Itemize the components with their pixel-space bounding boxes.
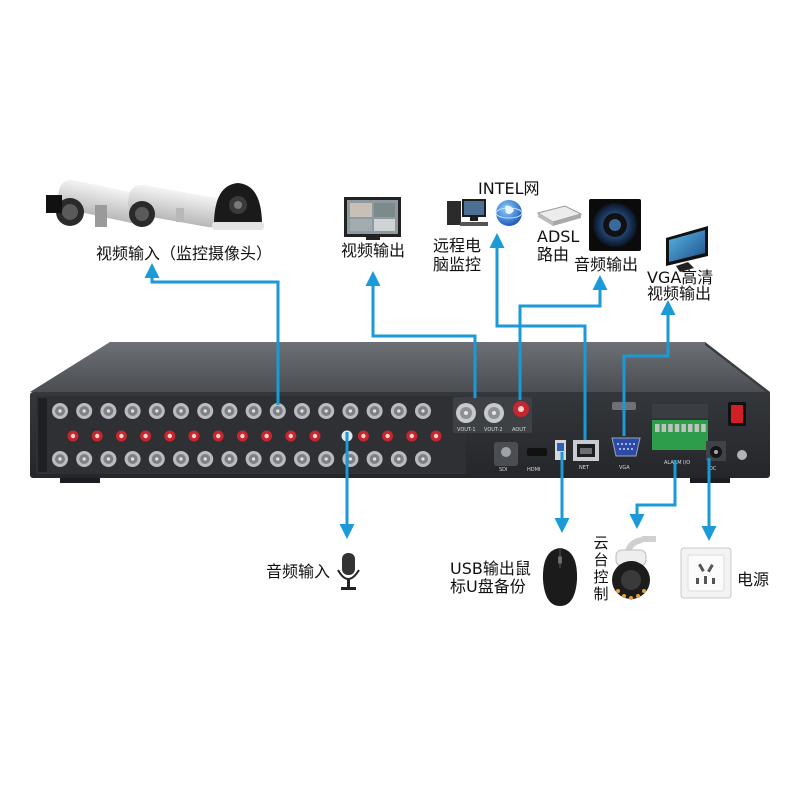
arrow-vga-output — [622, 300, 676, 436]
power-outlet-icon — [680, 547, 732, 599]
terminal-screw-icon[interactable] — [661, 424, 667, 432]
vout-connectors: VOUT-1 VOUT-2 — [453, 397, 511, 433]
label-intel-net: INTEL网 — [478, 179, 540, 198]
bullet-camera-icon — [46, 179, 224, 228]
ground-screw-icon — [737, 450, 747, 460]
terminal-screw-icon[interactable] — [674, 424, 680, 432]
label-usb-2: 标U盘备份 — [450, 577, 526, 596]
label-audio-input: 音频输入 — [266, 562, 331, 581]
arrow-audio-output — [518, 275, 608, 400]
vout2-label: VOUT-2 — [484, 427, 503, 433]
label-video-output: 视频输出 — [341, 241, 406, 260]
dvr-top-surface — [30, 342, 770, 392]
label-power: 电源 — [737, 570, 770, 589]
label-adsl-2: 路由 — [537, 245, 570, 264]
dc-label: DC — [709, 466, 717, 472]
alarm-label: ALARM I/O — [664, 460, 690, 466]
aout-label: AOUT — [512, 427, 527, 433]
arrow-video-input — [144, 263, 280, 405]
internet-globe-icon — [495, 200, 523, 226]
ptz-camera-icon — [612, 536, 656, 600]
microphone-icon — [337, 553, 360, 590]
vga-label: VGA — [619, 465, 630, 471]
hdmi-port-icon[interactable] — [527, 448, 547, 456]
label-remote-pc-1: 远程电 — [433, 236, 482, 255]
terminal-screw-icon[interactable] — [655, 424, 660, 432]
terminal-screw-icon[interactable] — [701, 424, 706, 432]
remote-pc-icon — [447, 199, 488, 226]
video-monitor-icon — [344, 197, 401, 240]
power-switch-icon[interactable] — [731, 405, 743, 423]
label-ptz-control: 云台控制 — [593, 534, 609, 603]
label-adsl-1: ADSL — [537, 227, 580, 246]
speaker-icon — [589, 199, 641, 251]
arrow-video-output — [365, 271, 477, 398]
alarm-terminal-block[interactable] — [652, 420, 708, 450]
dome-camera-icon — [212, 183, 264, 230]
aout-connector: AOUT — [510, 397, 532, 433]
vga-monitor-icon — [666, 226, 708, 272]
label-audio-output: 音频输出 — [574, 255, 639, 274]
connection-arrows — [144, 233, 717, 541]
label-remote-pc-2: 脑监控 — [433, 255, 482, 274]
label-video-input: 视频输入（监控摄像头） — [96, 244, 273, 263]
vga-port-icon[interactable] — [611, 437, 641, 457]
sdi-label: SDI — [499, 467, 508, 473]
bnc-input-grid — [52, 403, 442, 467]
mouse-icon — [542, 548, 578, 606]
vout1-label: VOUT-1 — [457, 427, 476, 433]
hdmi-label: HDMI — [527, 467, 540, 473]
terminal-screw-icon[interactable] — [681, 424, 686, 432]
label-vga-1: VGA高清 — [647, 268, 714, 287]
label-vga-2: 视频输出 — [647, 284, 712, 303]
label-usb-1: USB输出鼠 — [450, 559, 531, 578]
net-label: NET — [579, 465, 590, 471]
arrow-ptz — [629, 460, 677, 529]
arrow-net-remote — [489, 233, 587, 440]
terminal-screw-icon[interactable] — [688, 424, 693, 432]
terminal-screw-icon[interactable] — [668, 424, 673, 432]
adsl-router-icon — [536, 205, 583, 226]
terminal-screw-icon[interactable] — [694, 424, 700, 432]
